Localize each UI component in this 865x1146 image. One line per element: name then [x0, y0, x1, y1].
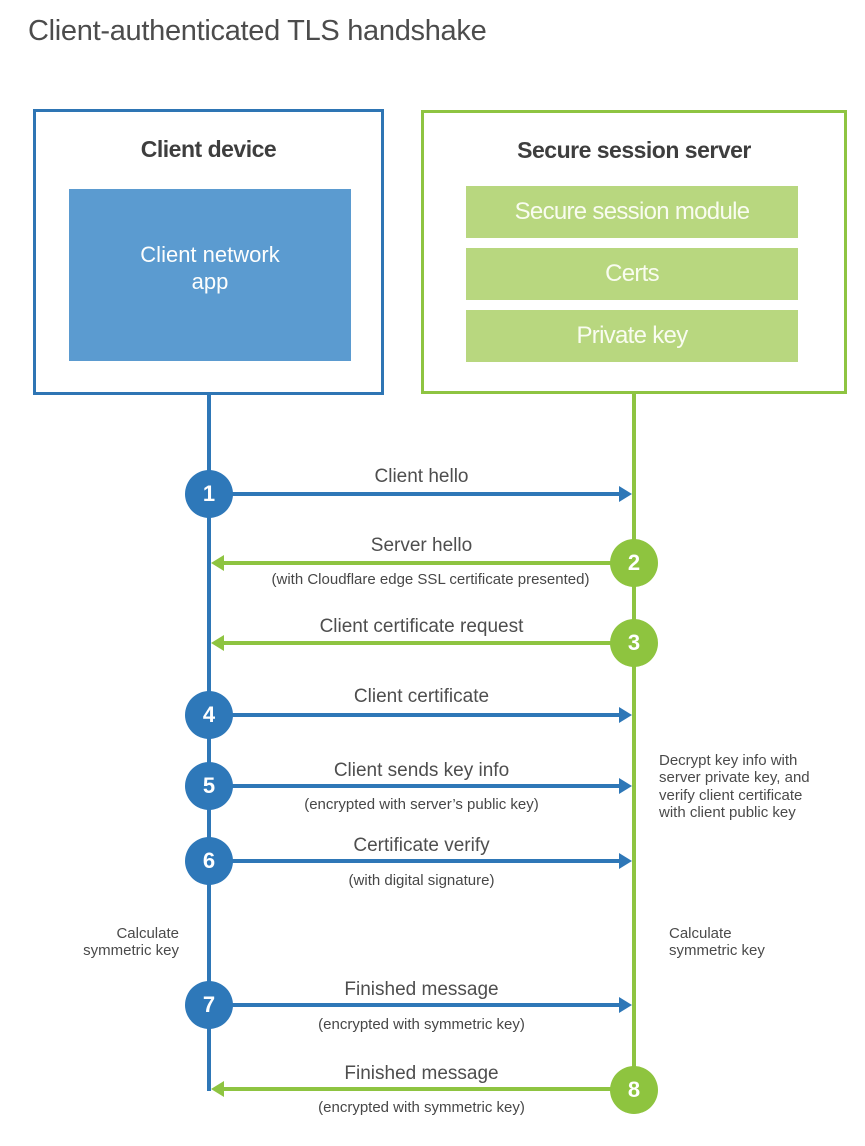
step-6-sublabel: (with digital signature): [348, 872, 495, 889]
step-6-arrow: [209, 859, 620, 863]
step-5-circle: 5: [185, 762, 233, 810]
step-1-arrowhead-icon: [619, 486, 632, 502]
calculate-symmetric-key-note-server: Calculate symmetric key: [669, 925, 765, 960]
step-2-label: Server hello: [370, 535, 473, 556]
step-8-label: Finished message: [344, 1063, 499, 1084]
client-device-title: Client device: [140, 136, 277, 162]
server-lifeline: [632, 393, 636, 1092]
secure-session-server-title: Secure session server: [517, 137, 751, 163]
step-1-circle: 1: [185, 470, 233, 518]
step-5-arrowhead-icon: [619, 778, 632, 794]
step-4-arrow: [209, 713, 620, 717]
calculate-symmetric-key-note-client: Calculate symmetric key: [83, 925, 179, 960]
step-2-arrow: [224, 561, 634, 565]
step-4-arrowhead-icon: [619, 707, 632, 723]
server-module-certs: Certs: [466, 248, 798, 300]
step-1-arrow: [209, 492, 620, 496]
client-network-app-rect: Client network app: [69, 189, 351, 361]
step-8-arrowhead-icon: [211, 1081, 224, 1097]
step-6-arrowhead-icon: [619, 853, 632, 869]
step-3-circle: 3: [610, 619, 658, 667]
step-7-arrow: [209, 1003, 620, 1007]
step-5-label: Client sends key info: [333, 760, 510, 781]
step-2-sublabel: (with Cloudflare edge SSL certificate pr…: [271, 571, 590, 588]
step-6-circle: 6: [185, 837, 233, 885]
server-module-private-key: Private key: [466, 310, 798, 362]
step-3-label: Client certificate request: [319, 616, 524, 637]
step-8-sublabel: (encrypted with symmetric key): [318, 1099, 525, 1116]
step-5-sublabel: (encrypted with server’s public key): [304, 796, 539, 813]
step-8-circle: 8: [610, 1066, 658, 1114]
step-3-arrowhead-icon: [211, 635, 224, 651]
step-7-label: Finished message: [344, 979, 499, 1000]
step-5-arrow: [209, 784, 620, 788]
server-module-secure-session-module: Secure session module: [466, 186, 798, 238]
step-2-circle: 2: [610, 539, 658, 587]
step-4-circle: 4: [185, 691, 233, 739]
step-4-label: Client certificate: [353, 686, 490, 707]
client-lifeline: [207, 393, 211, 1091]
step-8-arrow: [224, 1087, 634, 1091]
page-title: Client-authenticated TLS handshake: [28, 15, 487, 47]
step-3-arrow: [224, 641, 634, 645]
step-7-arrowhead-icon: [619, 997, 632, 1013]
decrypt-note: Decrypt key info with server private key…: [659, 752, 810, 822]
step-6-label: Certificate verify: [353, 835, 490, 856]
step-1-label: Client hello: [374, 466, 469, 487]
step-2-arrowhead-icon: [211, 555, 224, 571]
client-network-app-label: Client network app: [140, 242, 280, 294]
step-7-sublabel: (encrypted with symmetric key): [318, 1016, 525, 1033]
step-7-circle: 7: [185, 981, 233, 1029]
